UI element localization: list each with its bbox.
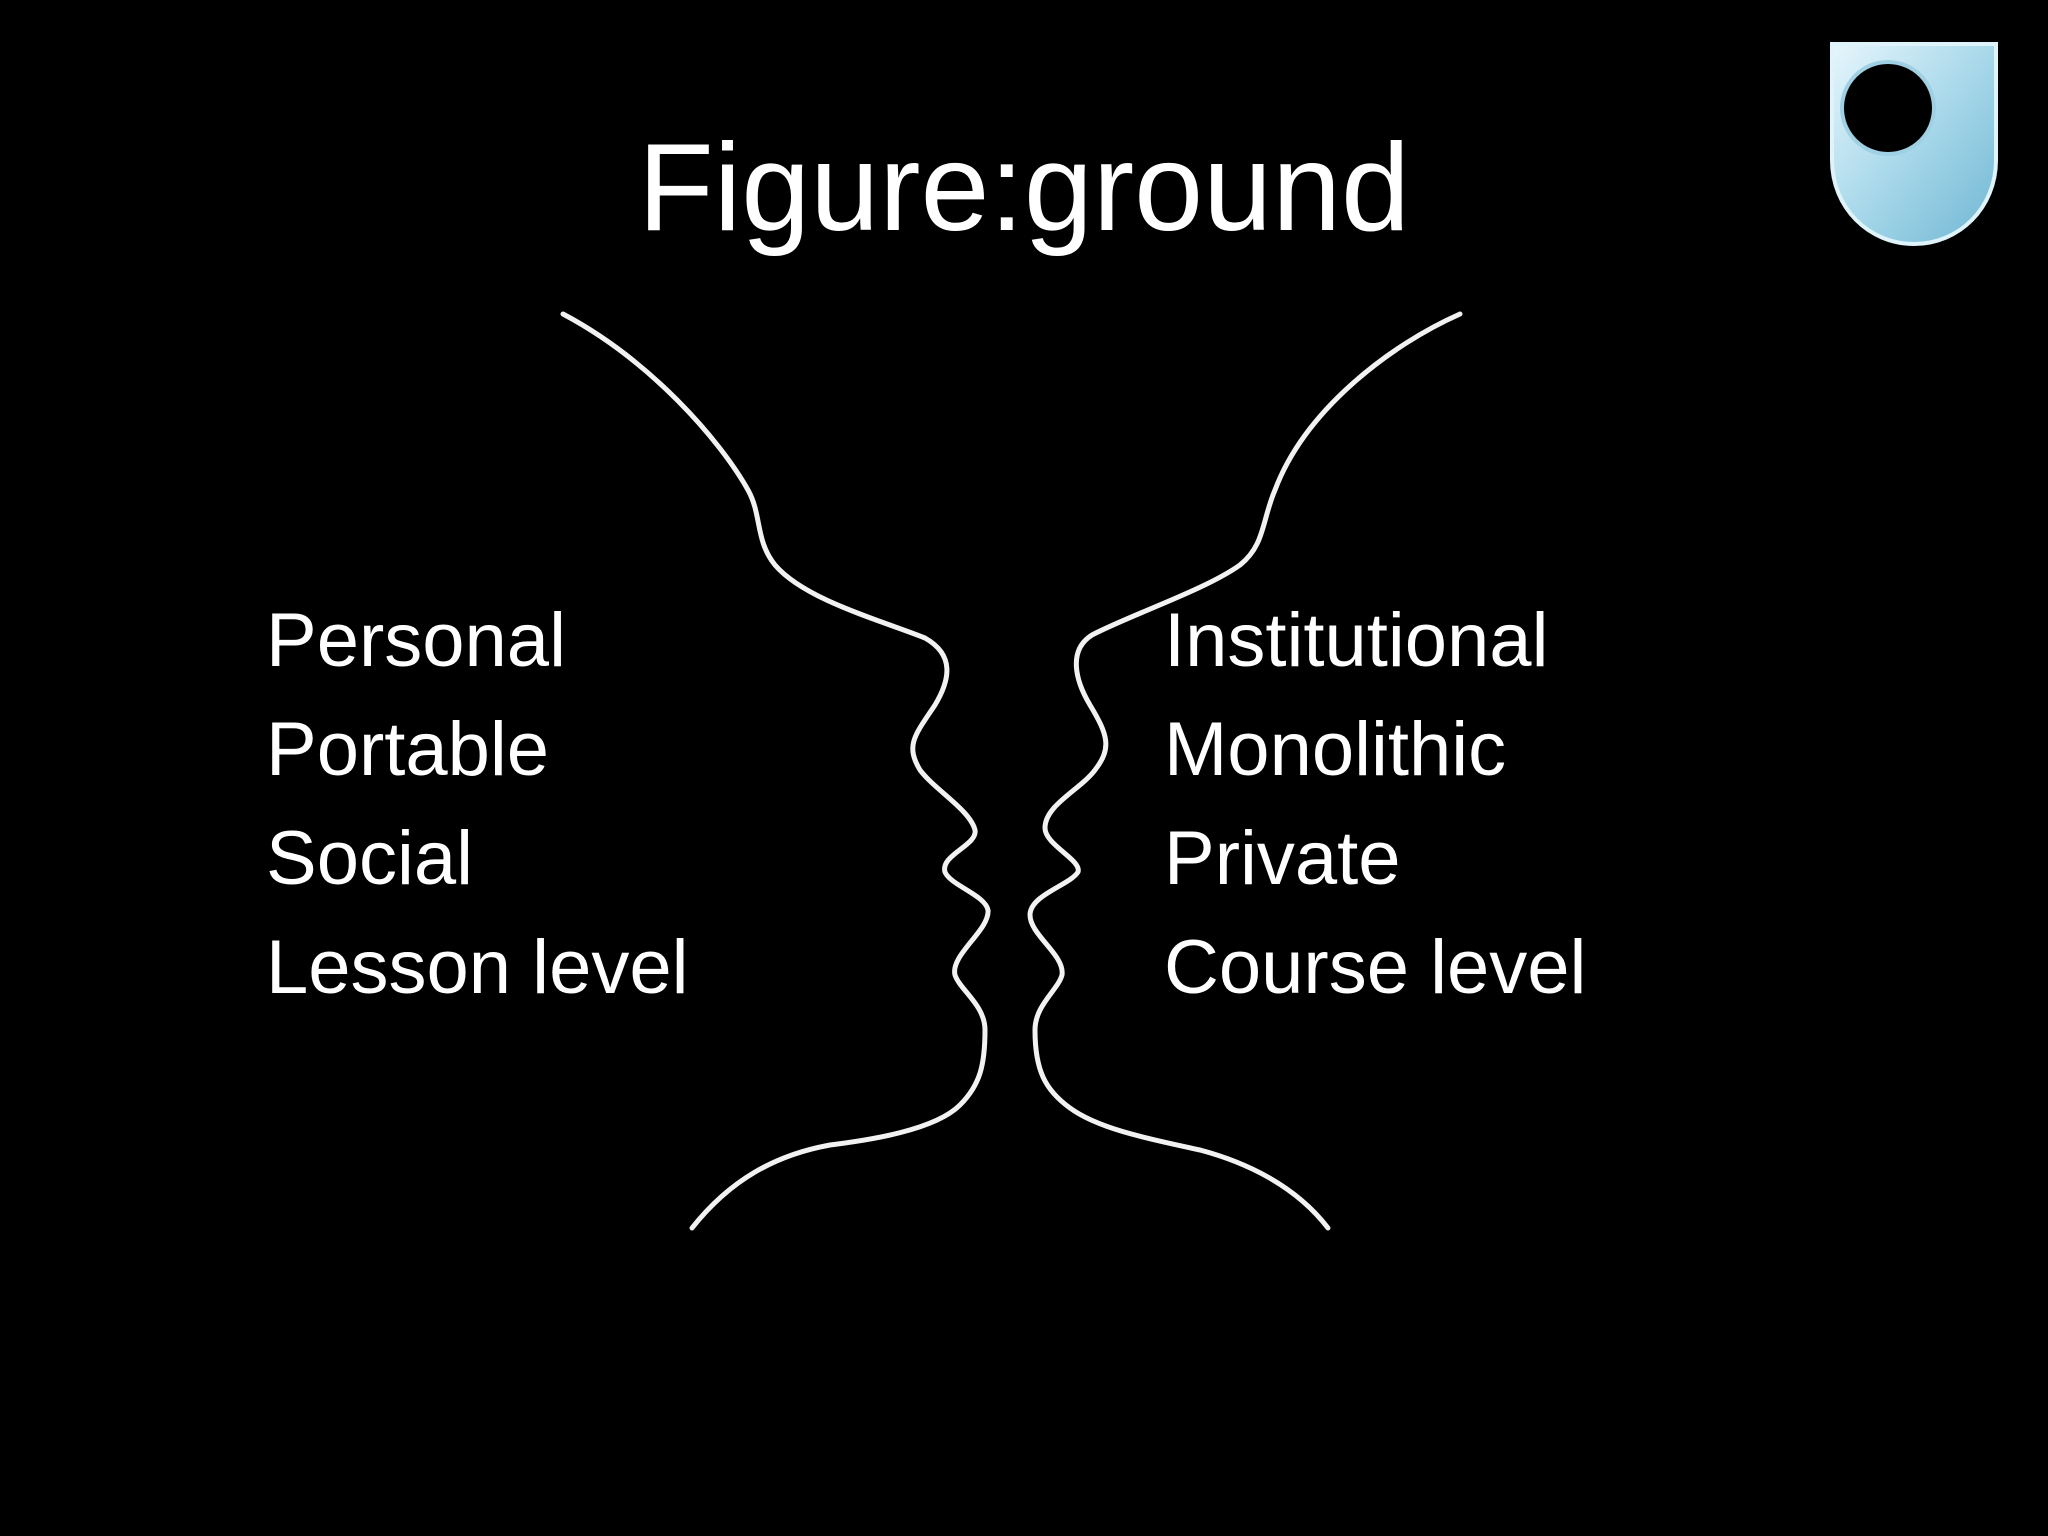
slide-title: Figure:ground — [637, 119, 1411, 257]
list-item: Lesson level — [266, 925, 689, 1010]
list-item: Social — [266, 816, 473, 901]
list-item: Private — [1164, 816, 1401, 901]
personal-terms-list: Personal Portable Social Lesson level — [266, 586, 689, 1022]
shield-hole — [1840, 60, 1936, 156]
institutional-terms-list: Institutional Monolithic Private Course … — [1164, 586, 1586, 1022]
left-face-profile — [560, 311, 991, 1231]
list-item: Course level — [1164, 925, 1587, 1010]
list-item: Personal — [266, 598, 566, 683]
right-face-profile — [1027, 311, 1463, 1231]
list-item: Institutional — [1164, 598, 1549, 683]
open-university-shield-icon — [1830, 42, 1998, 247]
list-item: Portable — [266, 707, 550, 792]
list-item: Monolithic — [1164, 707, 1507, 792]
